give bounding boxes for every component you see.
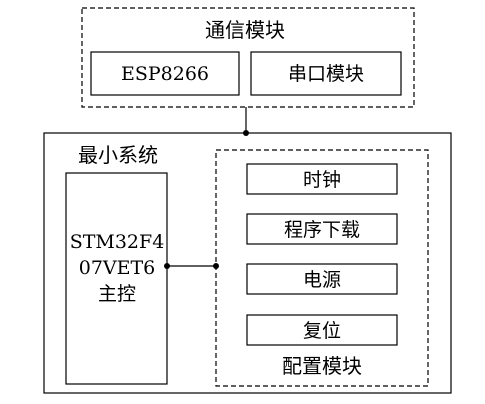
config-item-download-box bbox=[246, 213, 398, 245]
comm-module-title: 通信模块 bbox=[205, 18, 285, 42]
config-item-download: 程序下载 bbox=[284, 219, 360, 241]
config-item-power: 电源 bbox=[303, 269, 341, 291]
mcu-label-line2: 07VET6 bbox=[79, 257, 156, 279]
config-item-reset: 复位 bbox=[303, 320, 341, 342]
config-item-power-box bbox=[246, 263, 398, 295]
esp8266-box bbox=[90, 51, 240, 96]
min-system-title: 最小系统 bbox=[78, 143, 158, 167]
serial-module-box bbox=[250, 51, 402, 96]
config-module-title: 配置模块 bbox=[282, 354, 362, 378]
mcu-label-line3: 主控 bbox=[98, 283, 136, 305]
config-item-reset-box bbox=[246, 314, 398, 346]
mcu-label-line1: STM32F4 bbox=[70, 231, 165, 253]
mcu-box bbox=[65, 172, 168, 385]
esp8266-label: ESP8266 bbox=[121, 63, 209, 85]
config-item-clock-box bbox=[246, 163, 398, 195]
config-item-clock: 时钟 bbox=[303, 169, 341, 191]
config-module-box bbox=[215, 149, 429, 387]
serial-module-label: 串口模块 bbox=[288, 63, 364, 85]
min-system-box bbox=[43, 132, 452, 394]
comm-module-box bbox=[81, 7, 415, 108]
